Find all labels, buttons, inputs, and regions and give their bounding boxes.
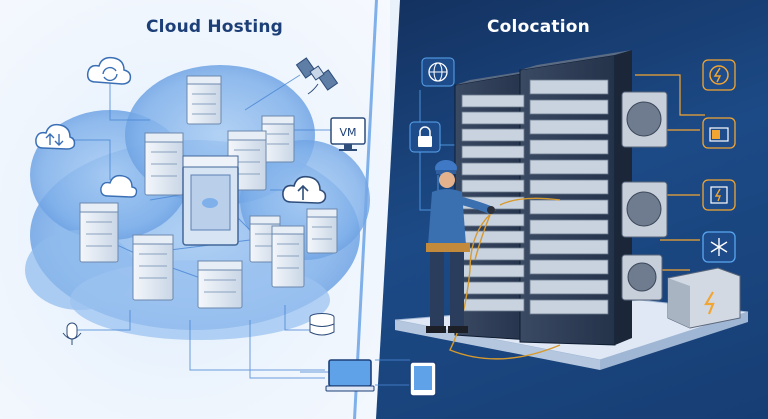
cloud-servers	[79, 75, 338, 309]
laptop-icon	[325, 359, 375, 392]
vm-monitor-icon: VM	[330, 117, 366, 151]
colocation-title: Colocation	[487, 17, 590, 37]
upload-download-icon	[35, 123, 76, 150]
generator-icon	[667, 267, 741, 329]
cooling-fan-units	[621, 91, 668, 301]
vm-label: VM	[339, 126, 356, 139]
microphone-icon	[62, 322, 82, 345]
cloud-small-icon	[100, 174, 138, 198]
database-icon	[309, 313, 335, 336]
upload-cloud-icon	[282, 175, 327, 204]
electric-panel-icon	[702, 179, 736, 211]
tablet-icon	[409, 361, 437, 397]
cloud-hosting-title: Cloud Hosting	[146, 17, 284, 37]
rack-units	[461, 79, 609, 315]
technician	[426, 160, 495, 333]
battery-icon	[702, 117, 736, 149]
globe-icon	[421, 57, 455, 87]
power-icon	[702, 59, 736, 91]
satellite-icon	[295, 57, 339, 95]
lock-icon	[409, 121, 441, 153]
snowflake-icon	[702, 231, 736, 263]
sync-cloud-icon	[86, 56, 132, 85]
